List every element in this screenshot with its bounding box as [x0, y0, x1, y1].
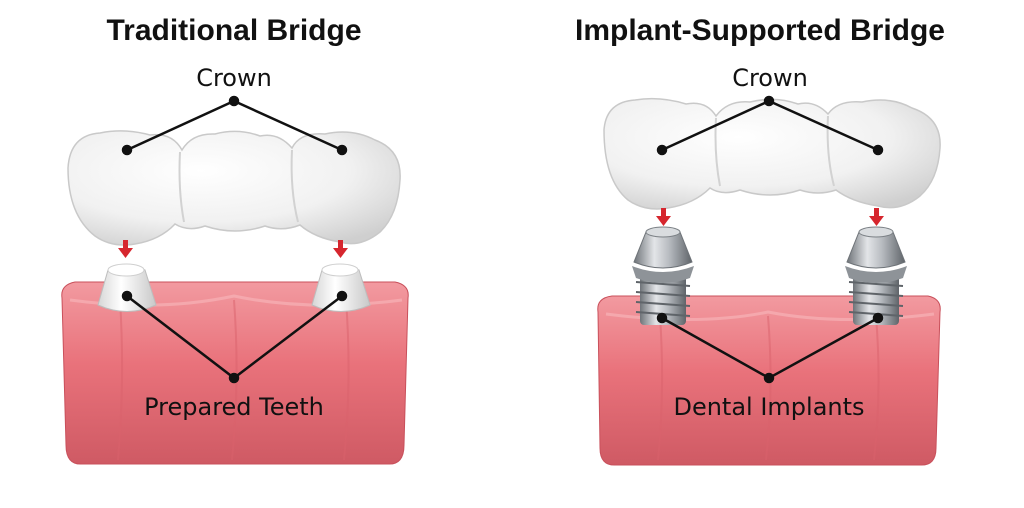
arrow-right-1	[661, 208, 666, 217]
left-prepared-tooth-1	[97, 263, 157, 312]
arrow-left-1-head	[118, 248, 133, 258]
arrow-left-2	[338, 240, 343, 249]
traditional-bridge-title: Traditional Bridge	[106, 14, 362, 47]
left-prepared-tooth-2	[311, 263, 371, 312]
right-leader-lines	[656, 95, 884, 384]
right-implant-2	[845, 226, 907, 325]
arrow-right-2-head	[869, 216, 884, 226]
prepared-teeth-label: Prepared Teeth	[144, 393, 324, 421]
right-arrows	[656, 208, 884, 226]
arrow-right-1-head	[656, 216, 671, 226]
implant-bridge-title: Implant-Supported Bridge	[575, 14, 945, 47]
left-leader-lines	[121, 95, 348, 384]
left-arrows	[118, 240, 348, 258]
dental-implants-label: Dental Implants	[673, 393, 865, 421]
arrow-left-2-head	[333, 248, 348, 258]
left-crown-bridge	[67, 130, 401, 246]
arrow-right-2	[874, 208, 879, 217]
right-crown-bridge	[603, 97, 941, 210]
arrow-left-1	[123, 240, 128, 249]
crown-label-right: Crown	[732, 64, 808, 92]
right-implant-1	[632, 226, 694, 325]
crown-label-left: Crown	[196, 64, 272, 92]
